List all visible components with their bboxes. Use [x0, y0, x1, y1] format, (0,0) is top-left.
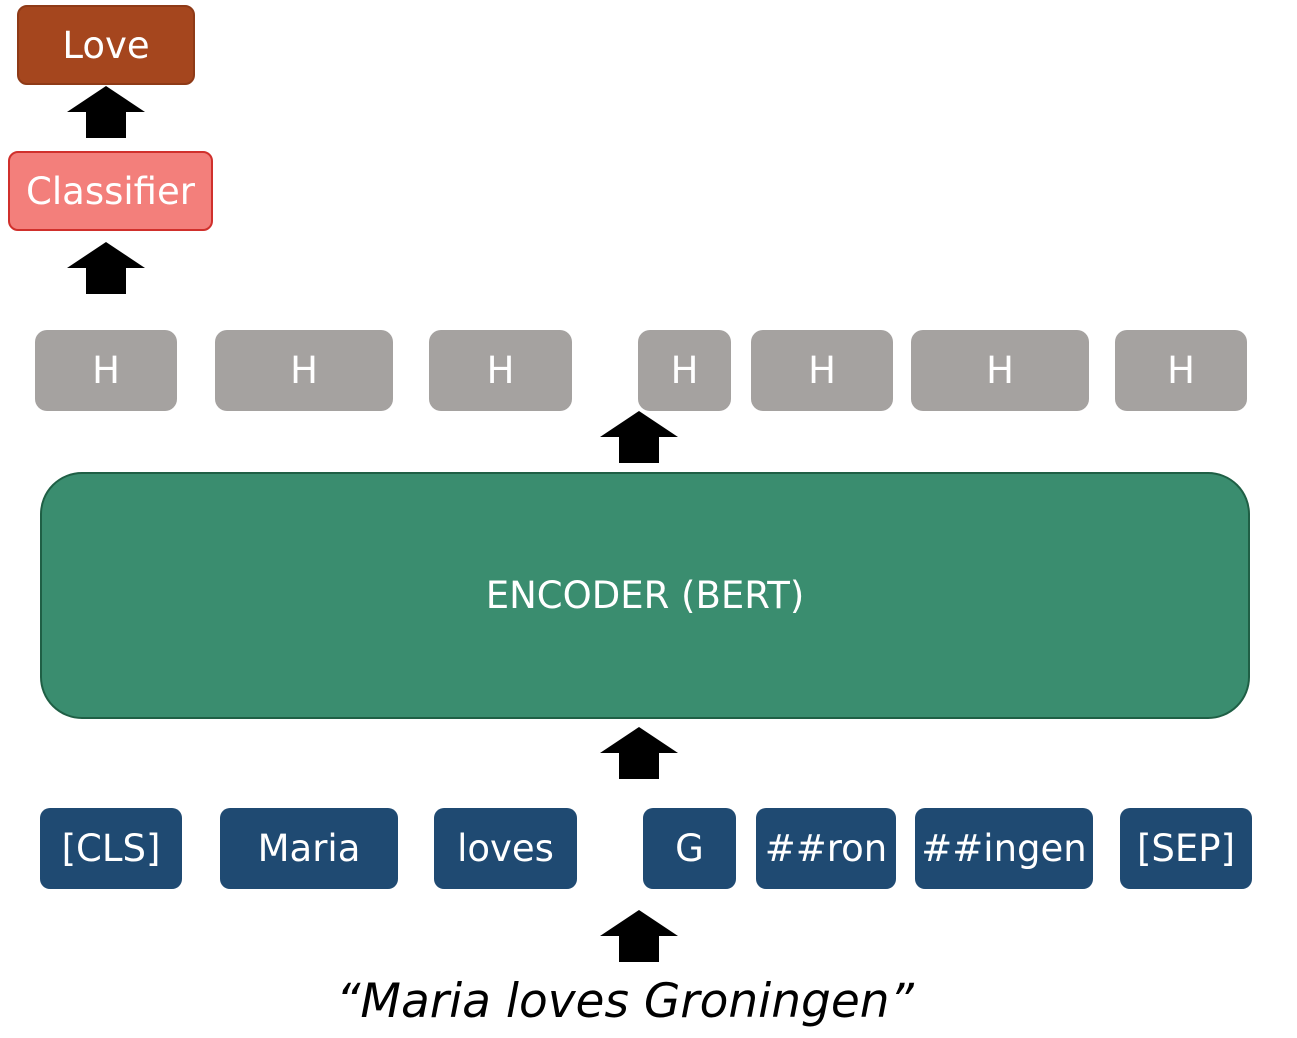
output-label: Love — [62, 23, 150, 67]
hidden-state: H — [429, 330, 572, 411]
up-arrow-icon — [600, 910, 678, 962]
token-label: ##ingen — [921, 827, 1087, 870]
encoder-label: ENCODER (BERT) — [485, 574, 805, 617]
token-label: [CLS] — [61, 827, 161, 870]
hidden-state-label: H — [1167, 349, 1195, 392]
hidden-state: H — [751, 330, 893, 411]
hidden-state-label: H — [486, 349, 515, 392]
token: [SEP] — [1120, 808, 1252, 889]
up-arrow-icon — [67, 242, 145, 294]
up-arrow-icon — [600, 727, 678, 779]
token-label: ##ron — [764, 827, 888, 870]
hidden-state: H — [638, 330, 731, 411]
classifier-box: Classifier — [8, 151, 213, 231]
input-sentence: “Maria loves Groningen” — [336, 973, 914, 1029]
hidden-state-label: H — [808, 349, 836, 392]
hidden-state: H — [35, 330, 177, 411]
hidden-state-label: H — [670, 349, 699, 392]
token: ##ingen — [915, 808, 1093, 889]
hidden-state: H — [1115, 330, 1247, 411]
hidden-state: H — [911, 330, 1089, 411]
token-label: [SEP] — [1136, 827, 1236, 870]
up-arrow-icon — [600, 411, 678, 463]
token: Maria — [220, 808, 398, 889]
encoder-box: ENCODER (BERT) — [40, 472, 1250, 719]
token: loves — [434, 808, 577, 889]
hidden-state-label: H — [986, 349, 1014, 392]
token: [CLS] — [40, 808, 182, 889]
hidden-state: H — [215, 330, 393, 411]
token: G — [643, 808, 736, 889]
token-label: G — [675, 827, 704, 870]
hidden-state-label: H — [290, 349, 318, 392]
token-label: Maria — [257, 827, 361, 870]
output-label-box: Love — [17, 5, 195, 85]
hidden-state-label: H — [92, 349, 120, 392]
token: ##ron — [756, 808, 896, 889]
classifier-label: Classifier — [26, 169, 195, 213]
up-arrow-icon — [67, 86, 145, 138]
token-label: loves — [457, 827, 554, 870]
